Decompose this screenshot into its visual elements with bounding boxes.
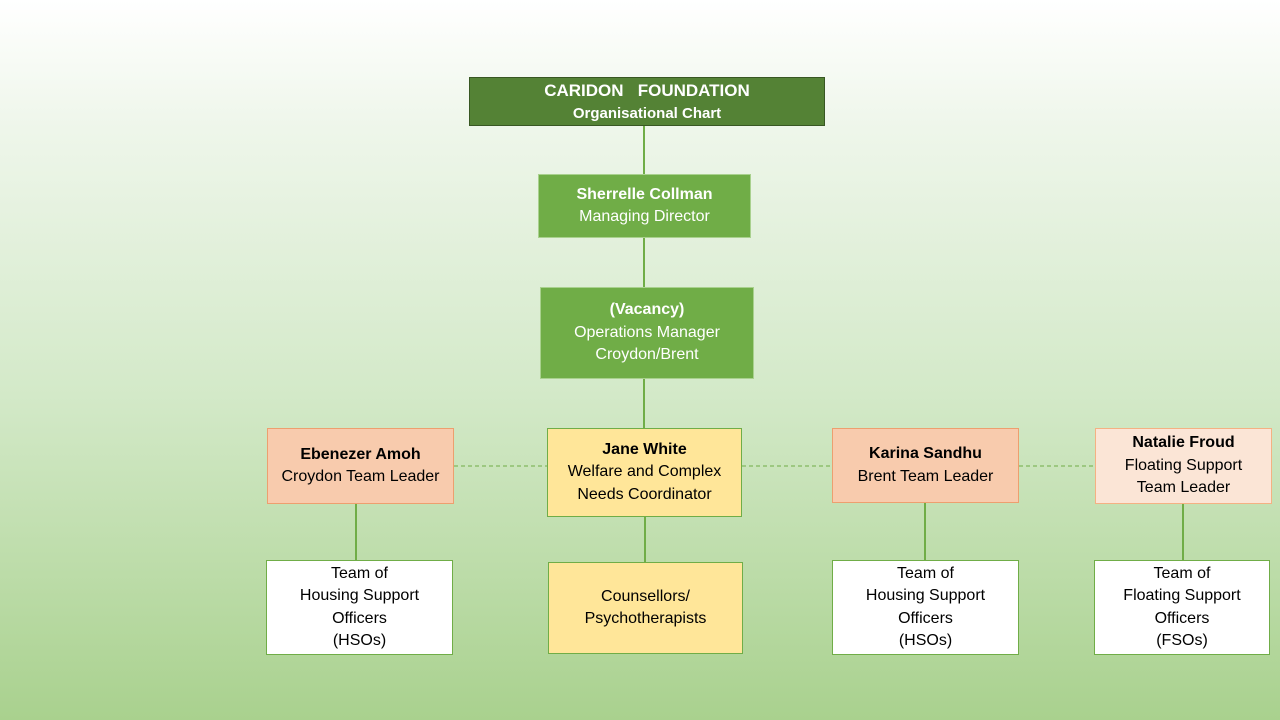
- welfare-coordinator-role-line2: Needs Coordinator: [577, 485, 712, 503]
- floating-leader-role-line2: Team Leader: [1136, 479, 1231, 497]
- croydon-team-line2: Housing Support: [299, 587, 420, 604]
- welfare-coordinator-box: Jane White Welfare and Complex Needs Coo…: [547, 428, 742, 517]
- ops-manager-area: Croydon/Brent: [595, 346, 699, 364]
- director-role: Managing Director: [579, 208, 710, 225]
- brent-leader-role: Brent Team Leader: [857, 467, 994, 485]
- brent-team-line1: Team of: [897, 564, 954, 582]
- counsellors-line1: Counsellors/: [601, 587, 690, 605]
- croydon-team-leader-box: Ebenezer Amoh Croydon Team Leader: [267, 428, 454, 504]
- welfare-coordinator-role-line1: Welfare and Complex: [567, 463, 722, 481]
- org-chart-title-box: CARIDON FOUNDATION Organisational Chart: [469, 77, 825, 126]
- croydon-team-line4: (HSOs): [332, 632, 387, 649]
- floating-support-leader-box: Natalie Froud Floating Support Team Lead…: [1095, 428, 1272, 504]
- director-name: Sherrelle Collman: [576, 185, 713, 203]
- organisation-name: CARIDON FOUNDATION: [544, 80, 750, 100]
- floating-team-line2: Floating Support: [1123, 587, 1241, 604]
- brent-team-line3: Officers: [898, 609, 953, 627]
- counsellors-box: Counsellors/ Psychotherapists: [548, 562, 743, 654]
- ops-manager-role: Operations Manager: [574, 323, 720, 341]
- brent-hso-team-box: Team of Housing Support Officers (HSOs): [832, 560, 1019, 655]
- croydon-hso-team-box: Team of Housing Support Officers (HSOs): [266, 560, 453, 655]
- floating-fso-team-box: Team of Floating Support Officers (FSOs): [1094, 560, 1270, 655]
- brent-team-line2: Housing Support: [865, 587, 986, 604]
- operations-manager-box: (Vacancy) Operations Manager Croydon/Bre…: [540, 287, 754, 379]
- counsellors-line2: Psychotherapists: [584, 610, 707, 627]
- chart-subtitle: Organisational Chart: [572, 104, 722, 122]
- brent-team-line4: (HSOs): [898, 632, 953, 649]
- floating-leader-role-line1: Floating Support: [1124, 456, 1243, 474]
- managing-director-box: Sherrelle Collman Managing Director: [538, 174, 751, 238]
- brent-team-leader-box: Karina Sandhu Brent Team Leader: [832, 428, 1019, 503]
- floating-team-line1: Team of: [1153, 564, 1211, 582]
- floating-team-line3: Officers: [1154, 609, 1210, 627]
- floating-team-line4: (FSOs): [1156, 632, 1208, 649]
- ops-manager-name: (Vacancy): [609, 301, 685, 319]
- croydon-team-line3: Officers: [332, 609, 387, 627]
- croydon-leader-name: Ebenezer Amoh: [300, 445, 421, 463]
- welfare-coordinator-name: Jane White: [602, 440, 687, 458]
- brent-leader-name: Karina Sandhu: [869, 445, 982, 462]
- croydon-leader-role: Croydon Team Leader: [281, 468, 440, 485]
- floating-leader-name: Natalie Froud: [1132, 434, 1235, 452]
- croydon-team-line1: Team of: [331, 564, 388, 582]
